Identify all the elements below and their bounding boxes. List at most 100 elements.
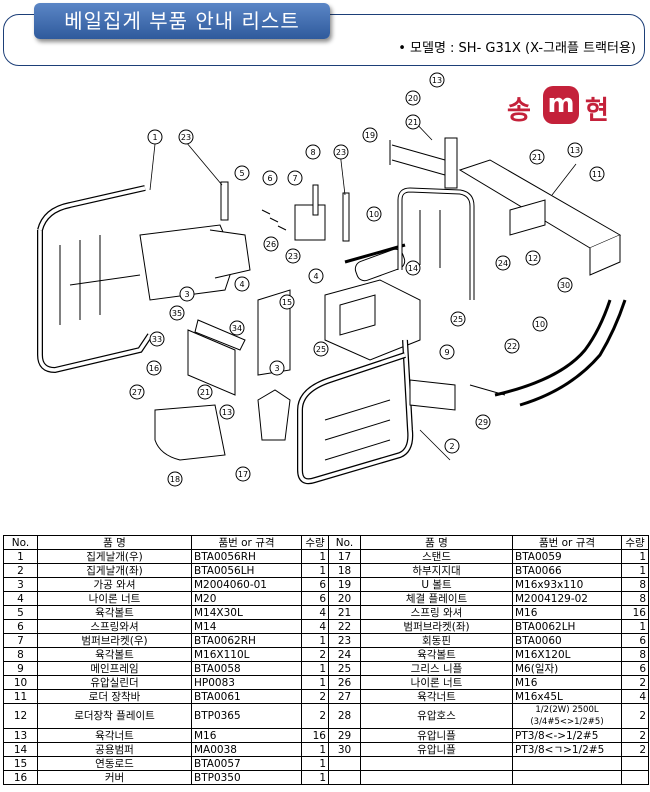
model-name: • 모델명 : SH- G31X (X-그래플 트랙터용) [398, 41, 636, 56]
part-name: 집게날개(좌) [37, 563, 192, 578]
part-no: 18 [328, 563, 361, 578]
callout-17: 17 [238, 470, 248, 479]
part-number: M20 [191, 591, 302, 606]
part-no: 22 [328, 619, 361, 634]
part-number: BTP0365 [191, 703, 302, 729]
part-number: M16x45L [512, 689, 622, 704]
callout-21c: 21 [200, 388, 210, 397]
part-no: 7 [3, 633, 38, 648]
part-number: BTP0350 [191, 770, 302, 785]
part-name: 스프링 와셔 [360, 605, 513, 620]
callout-4b: 4 [313, 272, 318, 281]
header-qty: 수량 [301, 535, 329, 550]
part-no: 11 [3, 689, 38, 704]
part-number: M2004129-02 [512, 591, 622, 606]
part-qty: 1 [301, 756, 329, 771]
part-number: MA0038 [191, 742, 302, 757]
header-no: No. [3, 535, 38, 550]
callout-7: 7 [292, 174, 297, 183]
parts-table: No. 품 명 품번 or 규격 수량 No. 품 명 품번 or 규격 수량 … [3, 535, 649, 785]
callout-12: 12 [528, 254, 538, 263]
part-qty: 6 [621, 661, 649, 676]
part-name: 커버 [37, 770, 192, 785]
grapple-arm-left [297, 339, 456, 485]
callout-5: 5 [239, 169, 244, 178]
callout-35: 35 [172, 309, 182, 318]
callout-21: 21 [408, 118, 418, 127]
part-number: M16x93x110 [512, 577, 622, 592]
part-no: 10 [3, 675, 38, 690]
cover-plate [187, 319, 246, 396]
part-no: 30 [328, 742, 361, 757]
part-qty: 4 [301, 619, 329, 634]
part-no: 17 [328, 549, 361, 564]
part-number: M16 [191, 728, 302, 743]
part-qty: 16 [621, 605, 649, 620]
part-number: BTA0056RH [191, 549, 302, 564]
part-name: 유압실린더 [37, 675, 192, 690]
callout-11: 11 [592, 170, 602, 179]
main-frame [257, 243, 421, 376]
callout-25: 25 [453, 315, 463, 324]
callout-24: 24 [498, 259, 508, 268]
part-name: U 볼트 [360, 577, 513, 592]
part-no: 13 [3, 728, 38, 743]
callout-16: 16 [149, 364, 159, 373]
part-name: 로더장착 플레이트 [37, 703, 192, 729]
part-number: M14X30L [191, 605, 302, 620]
empty-cell [328, 756, 361, 771]
part-number: BTA0057 [191, 756, 302, 771]
part-qty: 8 [621, 577, 649, 592]
part-no: 9 [3, 661, 38, 676]
part-qty: 1 [301, 661, 329, 676]
part-name: 체결 플레이트 [360, 591, 513, 606]
callout-18: 18 [170, 475, 180, 484]
part-name: 유압니플 [360, 742, 513, 757]
part-number-line-1: 1/2(2W) 2500L [535, 705, 599, 715]
part-number: HP0083 [191, 675, 302, 690]
part-name: 회동핀 [360, 633, 513, 648]
callout-30: 30 [560, 281, 570, 290]
part-number: M14 [191, 619, 302, 634]
logo-char-3: 현 [585, 96, 609, 126]
header-name: 품 명 [360, 535, 513, 550]
part-name: 연동로드 [37, 756, 192, 771]
part-no: 14 [3, 742, 38, 757]
callout-2: 2 [449, 442, 454, 451]
part-qty: 4 [621, 689, 649, 704]
part-no: 1 [3, 549, 38, 564]
logo-char-1: 송 [507, 96, 531, 126]
hydraulic-hose [469, 299, 627, 407]
part-qty: 1 [301, 675, 329, 690]
callout-33: 33 [152, 335, 162, 344]
part-no: 6 [3, 619, 38, 634]
part-name: 육각볼트 [37, 647, 192, 662]
part-name: 육각볼트 [37, 605, 192, 620]
part-qty: 6 [301, 591, 329, 606]
part-no: 2 [3, 563, 38, 578]
part-number: M6(일자) [512, 661, 622, 676]
part-qty: 1 [301, 563, 329, 578]
callout-21b: 21 [532, 153, 542, 162]
empty-cell [621, 770, 649, 785]
part-no: 16 [3, 770, 38, 785]
part-no: 15 [3, 756, 38, 771]
callout-27: 27 [132, 388, 142, 397]
empty-cell [328, 770, 361, 785]
part-no: 28 [328, 703, 361, 729]
part-number: BTA0059 [512, 549, 622, 564]
part-no: 19 [328, 577, 361, 592]
part-name: 그리스 니플 [360, 661, 513, 676]
part-name: 육각너트 [360, 689, 513, 704]
empty-cell [512, 770, 622, 785]
empty-cell [512, 756, 622, 771]
part-number: M16X120L [512, 647, 622, 662]
part-number: PT3/8<ㄱ>1/2#5 [512, 742, 622, 757]
